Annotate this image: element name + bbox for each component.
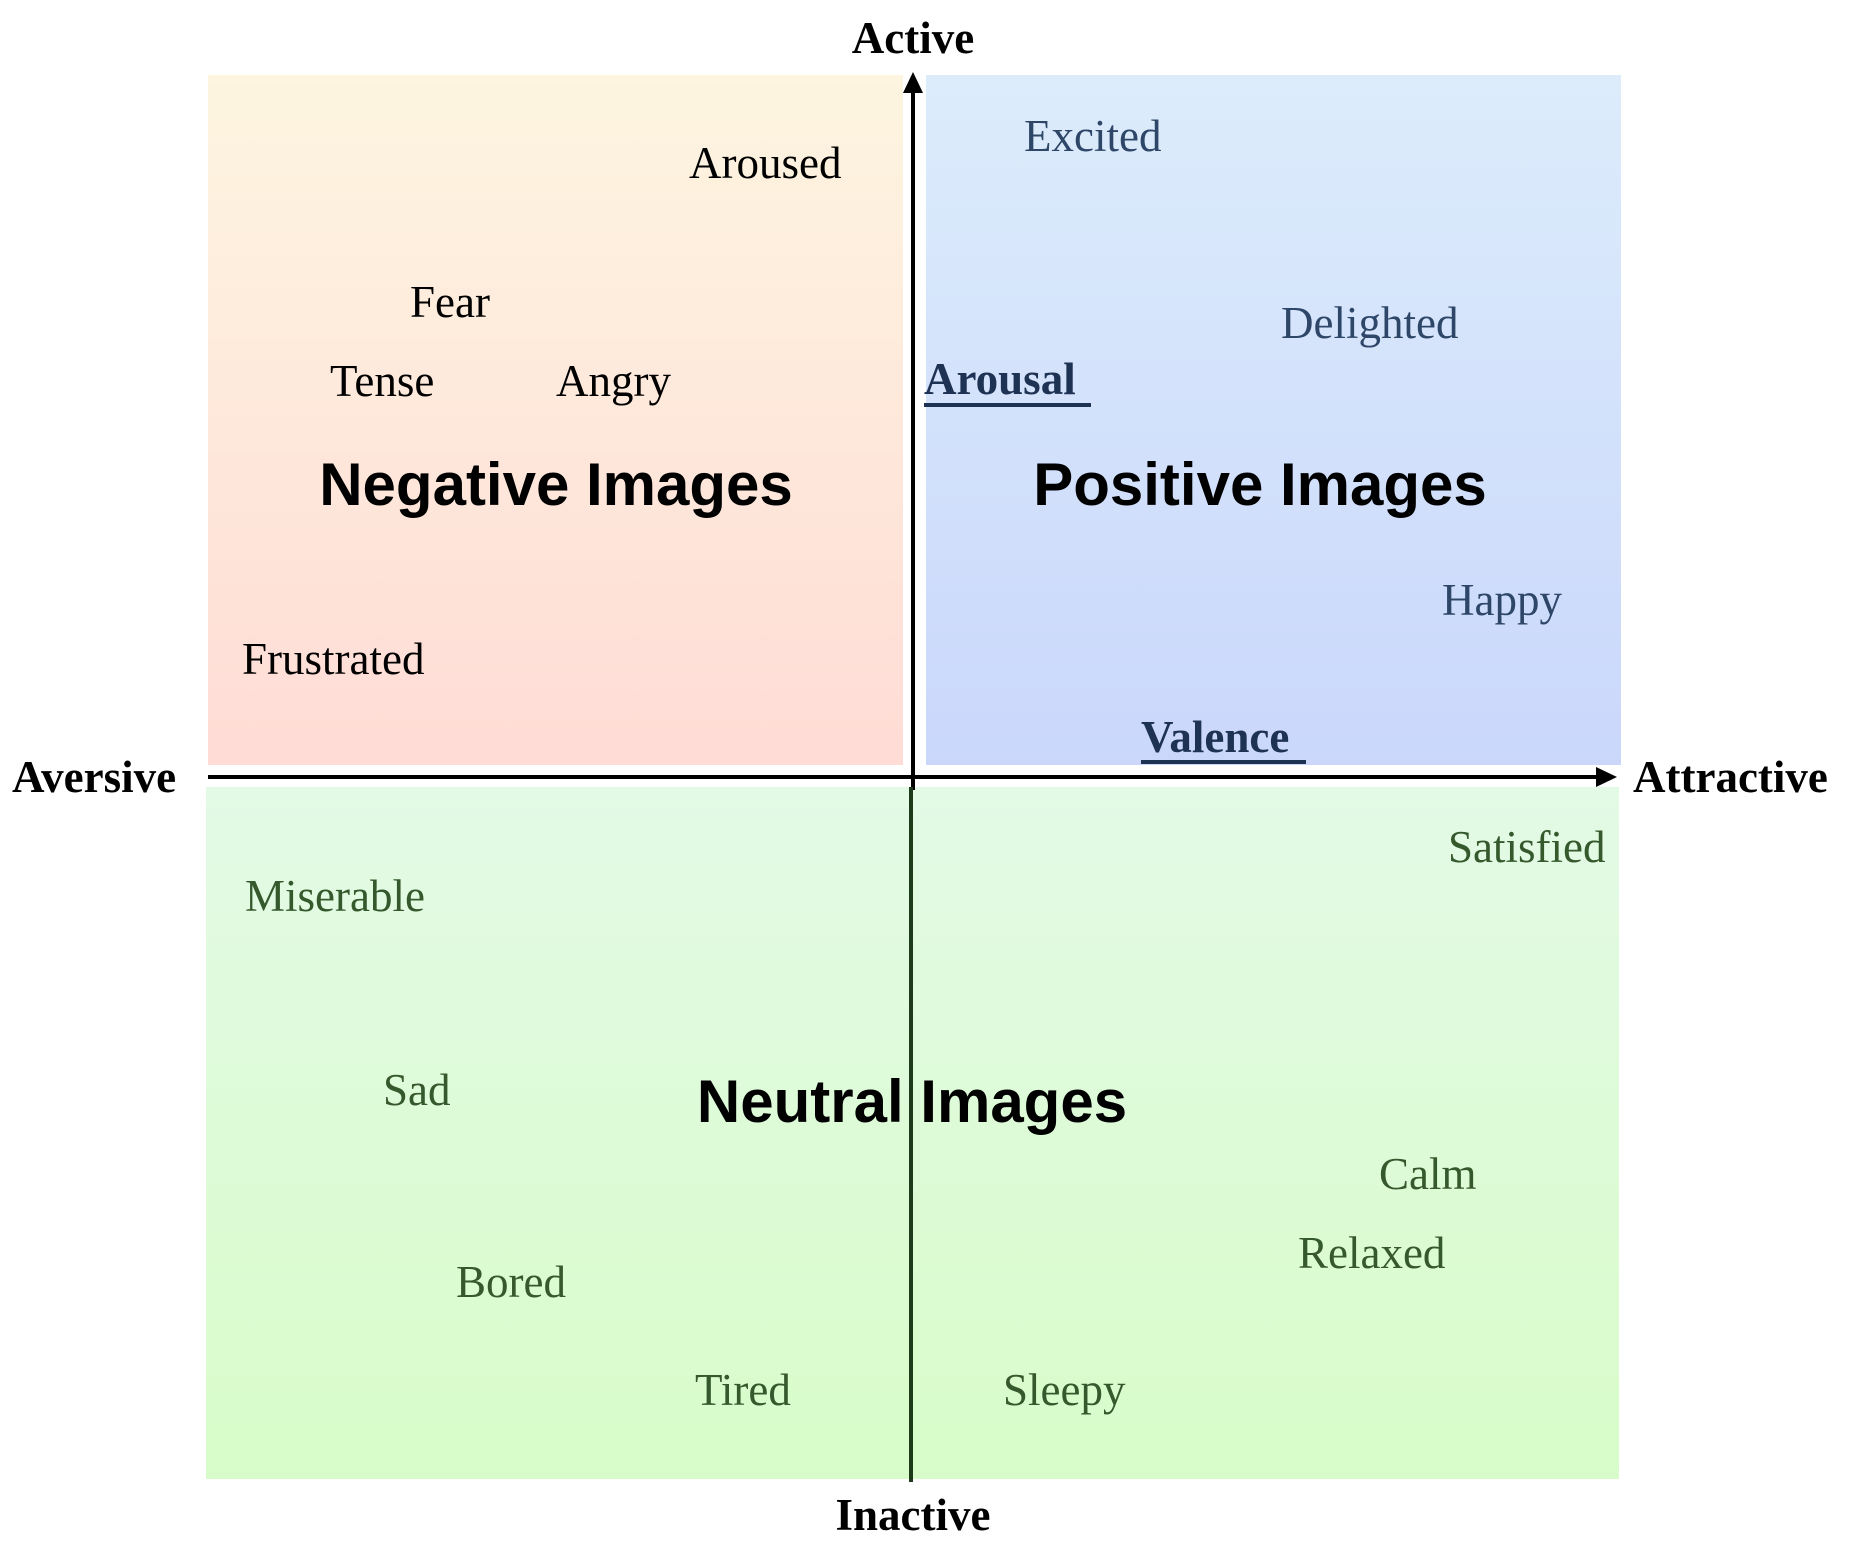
vertical-axis-arrowhead [903, 72, 923, 93]
neutral-words: Satisfied Miserable Sad Calm Relaxed Bor… [245, 822, 1605, 1415]
arousal-dimension-label: Arousal [924, 354, 1076, 404]
negative-words: Aroused Fear Tense Angry Frustrated [242, 138, 841, 684]
emotion-word-sleepy: Sleepy [1003, 1365, 1126, 1415]
positive-region [926, 75, 1621, 765]
emotion-word-sad: Sad [383, 1065, 451, 1115]
emotion-word-frustrated: Frustrated [242, 634, 424, 684]
negative-region [208, 75, 903, 765]
axis-label-top: Active [852, 13, 974, 63]
positive-words: Excited Delighted Happy [1024, 111, 1562, 625]
axis-label-bottom: Inactive [836, 1490, 991, 1540]
emotion-word-happy: Happy [1442, 575, 1562, 625]
emotion-word-tired: Tired [695, 1365, 791, 1415]
emotion-word-satisfied: Satisfied [1448, 822, 1605, 872]
emotion-word-calm: Calm [1379, 1149, 1477, 1199]
emotion-word-relaxed: Relaxed [1298, 1228, 1445, 1278]
negative-region-title: Negative Images [319, 451, 793, 518]
horizontal-axis-arrowhead [1596, 767, 1617, 787]
emotion-word-angry: Angry [556, 356, 671, 406]
emotion-word-tense: Tense [330, 356, 434, 406]
emotion-word-fear: Fear [410, 277, 490, 327]
emotion-word-aroused: Aroused [689, 138, 841, 188]
emotion-word-bored: Bored [456, 1257, 566, 1307]
emotion-word-delighted: Delighted [1281, 298, 1458, 348]
valence-dimension-label: Valence [1141, 712, 1289, 762]
positive-region-title: Positive Images [1033, 451, 1487, 518]
emotion-word-miserable: Miserable [245, 871, 425, 921]
axis-label-right: Attractive [1633, 752, 1828, 802]
emotion-word-excited: Excited [1024, 111, 1161, 161]
axis-label-left: Aversive [12, 752, 176, 802]
